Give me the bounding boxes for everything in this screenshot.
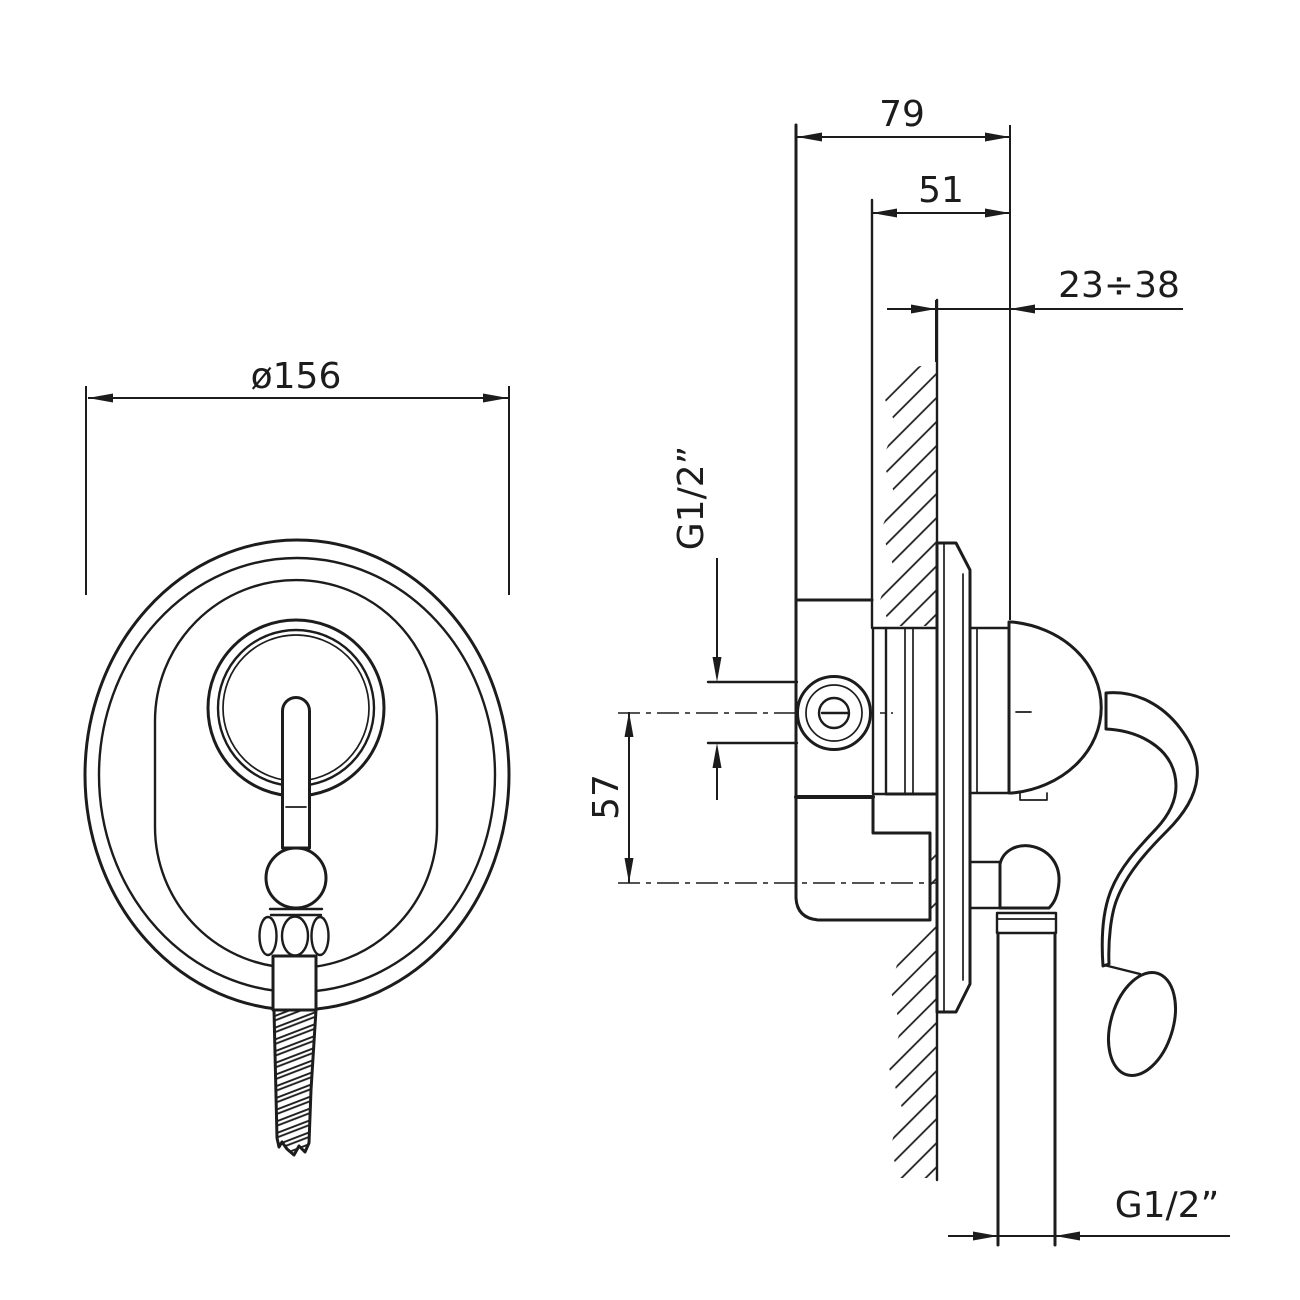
valve-cap-assembly: [968, 620, 1199, 1077]
body-back-outline: [794, 123, 932, 922]
body-flange: [871, 626, 888, 796]
collar-bead-center: [280, 915, 310, 957]
dimension-total-depth: 79: [797, 94, 1011, 620]
wall-section: [870, 198, 939, 1182]
wall-hatch-upper: [880, 365, 937, 626]
rough-in-depth-label: 51: [918, 170, 964, 211]
dimension-port-center-distance: 57: [586, 712, 634, 883]
collar-bead-left: [258, 915, 278, 957]
wall-hatch-lower: [889, 838, 937, 1178]
plate-profile: [935, 541, 972, 1014]
lever-grip-joint: [1102, 963, 1142, 976]
inlet-thread-label: G1/2”: [671, 446, 712, 550]
grip-block: [271, 954, 318, 1012]
front-diameter-label: ø156: [251, 356, 342, 397]
dimension-inlet-thread: G1/2”: [671, 446, 722, 800]
lever-side: [1100, 691, 1199, 968]
dome-cap-notch: [1019, 792, 1048, 801]
total-depth-label: 79: [879, 94, 925, 135]
outlet-elbow-ball: [998, 844, 1061, 910]
dome-cap: [1007, 620, 1103, 795]
side-view: 79 51 23÷38 G1/2”: [586, 94, 1230, 1247]
twisted-grip: [272, 1008, 318, 1157]
lever-ball: [264, 846, 328, 910]
outlet-nut: [995, 911, 1058, 935]
outlet-thread-label: G1/2”: [1115, 1185, 1219, 1226]
dimension-rough-in-depth: 51: [872, 170, 1010, 218]
port-center-distance-label: 57: [586, 774, 627, 820]
front-view: ø156: [83, 356, 511, 1157]
dimension-front-diameter: ø156: [85, 356, 510, 595]
lever-stem: [281, 696, 311, 850]
dimension-finished-wall-range: 23÷38: [887, 265, 1183, 362]
valve-body: [706, 123, 939, 922]
finished-wall-range-label: 23÷38: [1058, 265, 1180, 306]
dimension-outlet-thread: G1/2”: [948, 1185, 1230, 1241]
collar-bead-right: [310, 915, 330, 957]
lever-grip-egg: [1107, 971, 1177, 1077]
wall-plate-side: [935, 541, 972, 1014]
outlet-assembly: [968, 844, 1061, 1247]
plate-oval-recess: [153, 578, 439, 970]
inlet-port-ring: [805, 684, 863, 742]
